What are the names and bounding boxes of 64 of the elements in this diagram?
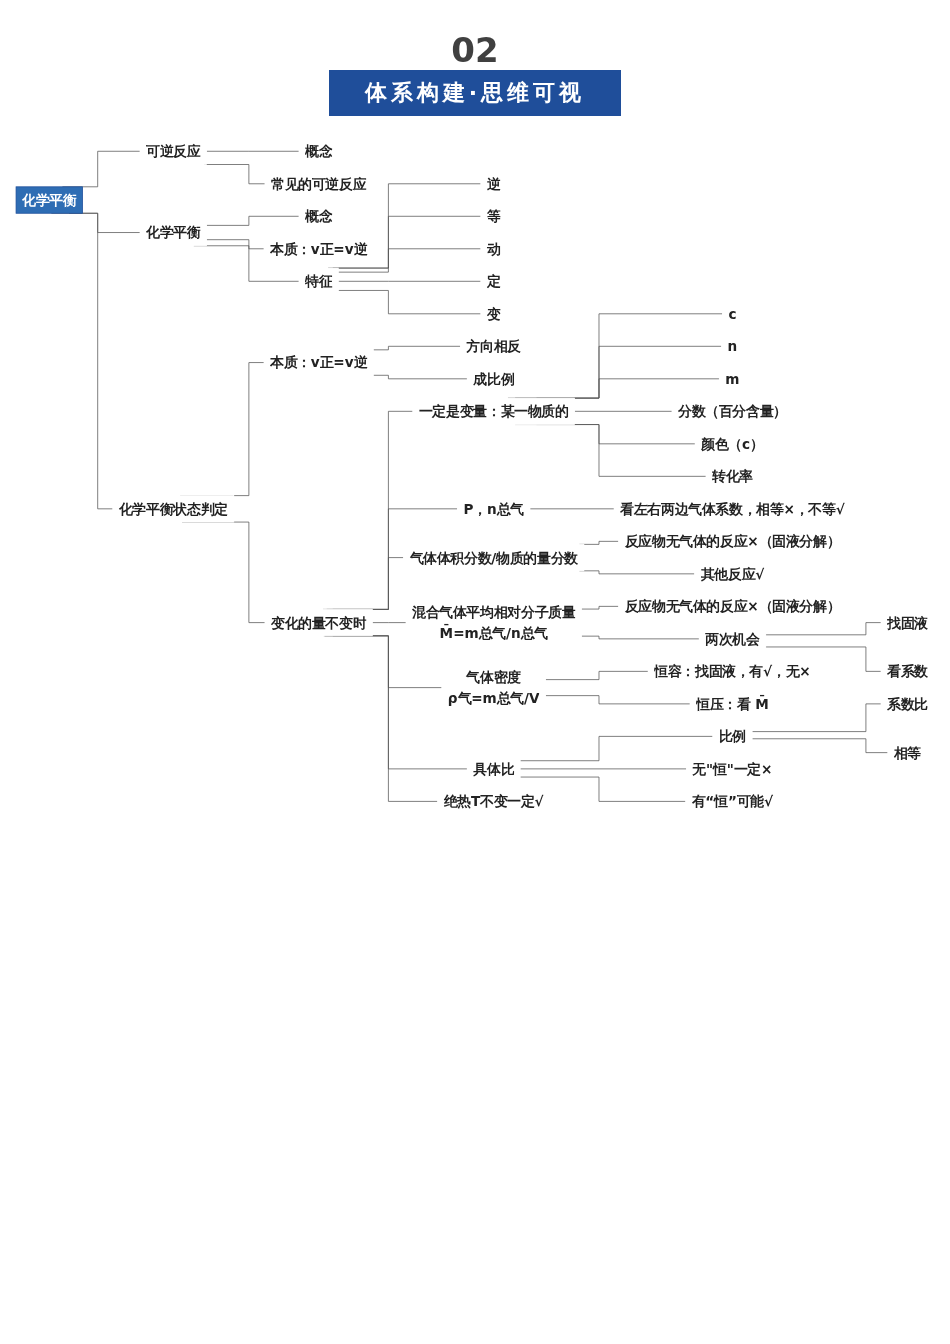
connector — [519, 736, 714, 762]
node-text: 成比例 — [473, 370, 515, 387]
node-text: 比例 — [718, 728, 747, 745]
node-text: 恒压：看 M̄ — [696, 695, 769, 712]
connector — [337, 290, 482, 315]
node-text: 系数比 — [887, 695, 928, 712]
connector — [751, 738, 889, 753]
node-text: 反应物无气体的反应×（固液分解） — [624, 533, 841, 550]
node-text: 相等 — [893, 744, 922, 761]
node-text: 看左右两边气体系数，相等×，不等√ — [620, 500, 845, 517]
title-banner: 体系构建·思维可视 — [328, 70, 622, 116]
connector — [519, 776, 687, 802]
node-text: 其他反应√ — [700, 565, 765, 582]
node-text: 颜色（c） — [701, 435, 764, 452]
node-text: 找固液 — [887, 614, 928, 631]
connector — [545, 671, 649, 680]
node-text: 气体体积分数/物质的量分数 — [409, 549, 578, 566]
node-text: 看系数 — [887, 663, 928, 680]
node-text: 化学平衡 — [146, 224, 201, 241]
node-text: 方向相反 — [466, 338, 521, 355]
node-text: 两次机会 — [705, 630, 760, 647]
node-text: 本质：v正=v逆 — [270, 354, 368, 371]
node-text: 逆 — [486, 175, 501, 192]
node-text: 定 — [486, 273, 501, 290]
connector — [206, 239, 265, 250]
connector — [581, 635, 700, 640]
node-text: m — [725, 370, 740, 387]
connector — [371, 622, 407, 623]
node-text: 变 — [486, 305, 501, 322]
connector — [581, 606, 620, 610]
node-text: 气体密度 ρ气=m总气/V — [447, 669, 540, 706]
connector — [206, 215, 300, 226]
node-text: 动 — [486, 240, 501, 257]
node-text: 具体比 — [473, 760, 515, 777]
node-text: 常见的可逆反应 — [271, 175, 367, 192]
node-box: 化学平衡 — [15, 186, 83, 214]
connector — [765, 622, 882, 636]
connector — [751, 703, 882, 732]
connector — [372, 374, 468, 380]
connector — [206, 150, 300, 152]
connector — [337, 248, 482, 273]
node-text: 恒容：找固液，有√，无× — [654, 663, 811, 680]
connector — [574, 410, 673, 412]
node-text: 可逆反应 — [146, 143, 201, 160]
connector — [545, 695, 691, 705]
node-text: 反应物无气体的反应×（固液分解） — [624, 598, 841, 615]
node-text: 概念 — [305, 143, 333, 160]
node-text: 转化率 — [712, 468, 753, 485]
connector — [765, 646, 882, 672]
connector — [529, 508, 615, 510]
node-text: 有“恒”可能√ — [691, 793, 774, 810]
node-text: 本质：v正=v逆 — [270, 240, 368, 257]
node-text: n — [727, 338, 738, 355]
section-number: 02 — [451, 30, 499, 70]
node-text: 绝热T不变一定√ — [443, 793, 544, 810]
node-text: 分数（百分含量） — [678, 403, 787, 420]
node-text: c — [728, 305, 737, 322]
node-text: 等 — [486, 208, 501, 225]
node-text: 概念 — [305, 208, 333, 225]
connector — [337, 280, 482, 282]
node-text: 无"恒"一定× — [692, 760, 773, 777]
connector — [372, 345, 461, 351]
node-text: P，n总气 — [463, 500, 524, 517]
node-text: 混合气体平均相对分子质量 M̄=m总气/n总气 — [412, 604, 576, 641]
